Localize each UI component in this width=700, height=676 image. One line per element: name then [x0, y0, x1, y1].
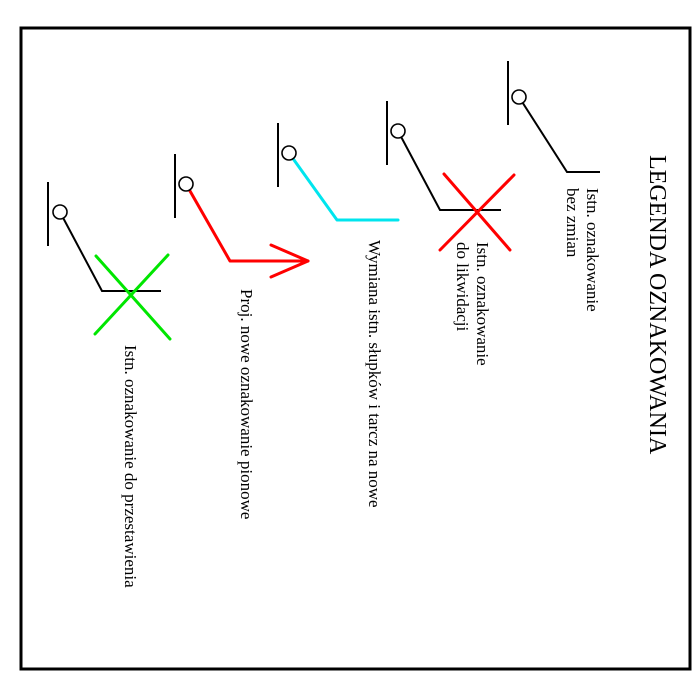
sign-circle-icon [390, 123, 406, 139]
sign-leader-line [517, 95, 600, 173]
symbol-existing-relocate [47, 182, 172, 341]
label-new-vertical: Proj. nowe oznakowanie pionowe [237, 289, 256, 519]
label-line: Istn. oznakowanie [473, 242, 492, 366]
sign-circle-icon [281, 145, 297, 161]
label-line: Istn. oznakowanie do przestawienia [121, 345, 140, 588]
sign-leader-line [58, 210, 161, 292]
label-existing-relocate: Istn. oznakowanie do przestawienia [121, 345, 140, 588]
label-line: Wymiana istn. słupków i tarcz na nowe [365, 240, 384, 508]
label-line: Istn. oznakowanie [583, 188, 602, 312]
symbol-replace-posts [277, 123, 400, 222]
label-line: bez zmian [563, 188, 582, 258]
label-line: do likwidacji [453, 242, 472, 332]
label-existing-unchanged: Istn. oznakowanie bez zmian [563, 188, 602, 316]
cross-icon [438, 173, 516, 252]
cross-icon [93, 253, 170, 336]
symbol-new-vertical [174, 154, 310, 279]
legend-title: LEGENDA OZNAKOWANIA [644, 155, 670, 455]
sign-circle-icon [178, 176, 194, 192]
sign-leader-line [184, 182, 310, 263]
symbol-existing-remove [386, 101, 516, 252]
legend-frame [19, 26, 692, 671]
label-line: Proj. nowe oznakowanie pionowe [237, 289, 256, 519]
symbol-existing-unchanged [507, 61, 600, 173]
label-existing-remove: Istn. oznakowanie do likwidacji [453, 242, 492, 370]
sign-leader-line [287, 151, 400, 222]
arrow-head-icon [269, 243, 310, 279]
label-replace-posts: Wymiana istn. słupków i tarcz na nowe [365, 240, 384, 508]
sign-leader-line [396, 129, 501, 211]
cross-icon [94, 254, 172, 341]
sign-circle-icon [52, 204, 68, 220]
sign-circle-icon [511, 89, 527, 105]
